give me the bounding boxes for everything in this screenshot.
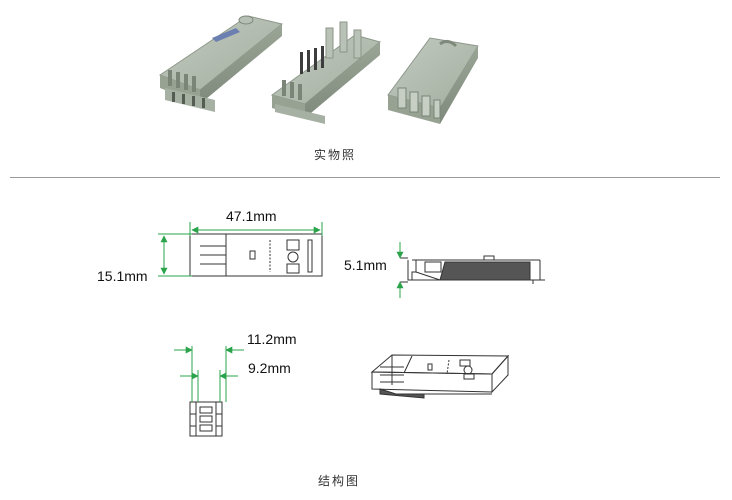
- photo-caption: 实物照: [314, 148, 357, 162]
- dim-height-label: 5.1mm: [344, 257, 387, 273]
- connector-photo-closed: [158, 15, 284, 112]
- side-view: [400, 255, 545, 284]
- dim-width-line: [158, 233, 192, 277]
- structure-drawing: [158, 222, 545, 437]
- drawing-caption: 结构图: [318, 474, 361, 488]
- connector-photo-underside: [387, 37, 479, 124]
- dim-width-label: 15.1mm: [97, 268, 148, 284]
- dim-end-width-lines: [174, 346, 244, 402]
- isometric-view: [370, 354, 510, 399]
- end-view: [189, 401, 223, 437]
- section-divider: [10, 177, 720, 178]
- dim-outer-width-label: 11.2mm: [247, 331, 297, 347]
- dim-inner-width-label: 9.2mm: [248, 360, 291, 376]
- connector-photo-open: [270, 21, 382, 124]
- top-view: [189, 233, 323, 277]
- dim-length-label: 47.1mm: [226, 208, 277, 224]
- product-photo: [158, 15, 479, 124]
